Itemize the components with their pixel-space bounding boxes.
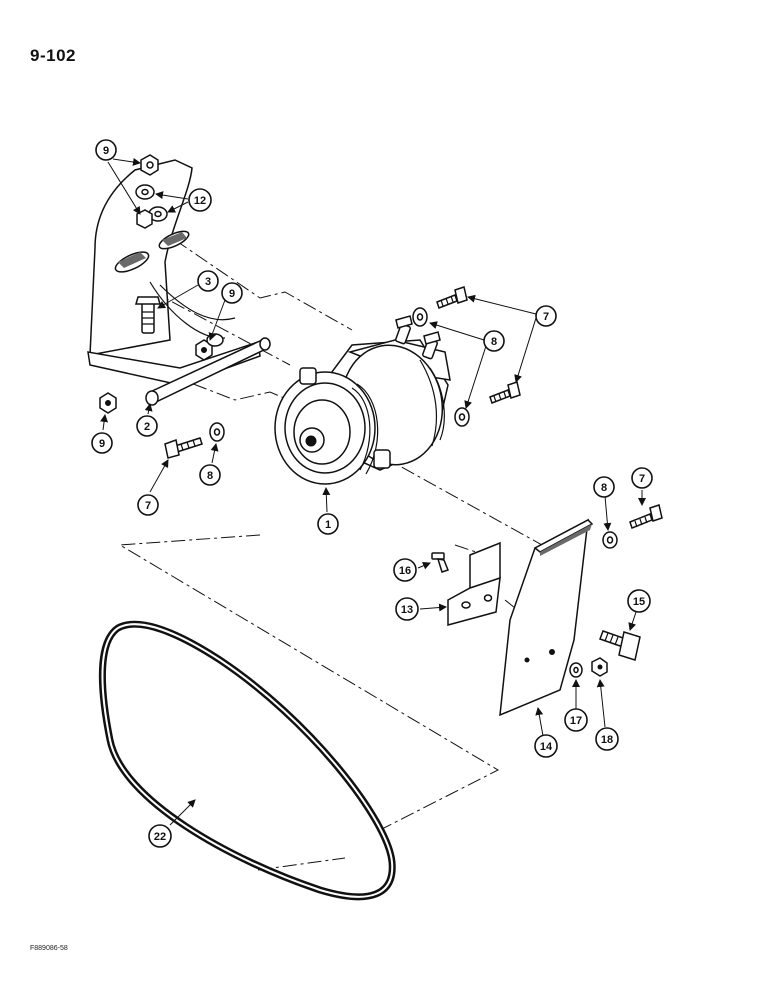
svg-text:9: 9 [229, 288, 235, 300]
svg-text:17: 17 [570, 715, 582, 727]
callout-1: 1 [317, 513, 339, 535]
washer-17 [569, 662, 583, 678]
svg-text:15: 15 [633, 596, 645, 608]
bolt-16 [431, 552, 449, 573]
callout-17: 17 [564, 708, 588, 732]
callout-9-middle: 9 [221, 282, 243, 304]
nut-18 [591, 657, 608, 677]
nut-9-middle [195, 339, 213, 361]
bolt-7-upper [436, 286, 468, 309]
svg-text:2: 2 [144, 421, 150, 433]
svg-text:12: 12 [194, 195, 206, 207]
washer-12-lower [148, 206, 168, 222]
callout-8-top: 8 [483, 330, 505, 352]
svg-text:18: 18 [601, 734, 613, 746]
callout-9-bottom: 9 [91, 432, 113, 454]
svg-text:8: 8 [491, 336, 497, 348]
callout-9-top: 9 [95, 139, 117, 161]
compressor [274, 315, 451, 485]
callout-18: 18 [595, 727, 619, 751]
callout-14: 14 [534, 734, 558, 758]
washer-middle [206, 333, 224, 347]
svg-text:8: 8 [601, 482, 607, 494]
small-bracket [447, 541, 501, 626]
callout-16: 16 [393, 558, 417, 582]
bolt-7-left [164, 437, 203, 459]
pivot-rod [145, 337, 271, 406]
callout-8-bracket: 8 [593, 476, 615, 498]
washer-8-upper [412, 307, 428, 327]
svg-text:22: 22 [154, 831, 166, 843]
washer-8-left [209, 422, 225, 442]
nut-9-lower-left [136, 209, 153, 229]
leader-lines [100, 158, 646, 826]
svg-text:7: 7 [145, 500, 151, 512]
nut-9-bottom [99, 392, 117, 414]
page-number: 9-102 [30, 46, 76, 65]
callout-15: 15 [627, 589, 651, 613]
svg-text:9: 9 [99, 438, 105, 450]
callout-7-bracket: 7 [631, 467, 653, 489]
svg-text:16: 16 [399, 565, 411, 577]
drive-belt [98, 620, 396, 901]
callout-22: 22 [148, 824, 172, 848]
mounting-bracket [87, 159, 261, 386]
bolt-7-bracket [629, 504, 663, 529]
callout-7-top: 7 [535, 305, 557, 327]
svg-text:14: 14 [540, 741, 553, 753]
svg-text:9: 9 [103, 145, 109, 157]
svg-text:1: 1 [325, 519, 331, 531]
bolt-3 [135, 296, 161, 334]
washer-8-right [454, 407, 470, 427]
svg-text:3: 3 [205, 276, 211, 288]
callout-12: 12 [188, 188, 212, 212]
callout-3: 3 [197, 270, 219, 292]
svg-text:13: 13 [401, 604, 413, 616]
svg-text:7: 7 [543, 311, 549, 323]
svg-text:7: 7 [639, 473, 645, 485]
callout-13: 13 [395, 597, 419, 621]
washer-12-top [135, 184, 155, 200]
callout-7-left: 7 [137, 494, 159, 516]
callout-2: 2 [136, 415, 158, 437]
phantom-lines [118, 188, 561, 871]
bolt-7-right [489, 381, 521, 404]
svg-text:8: 8 [207, 470, 213, 482]
adjusting-bracket [499, 518, 594, 717]
bolt-15 [599, 630, 641, 661]
figure-code: F889086-58 [30, 945, 68, 952]
nut-9-top [140, 154, 159, 176]
callout-8-left: 8 [199, 464, 221, 486]
washer-8-bracket [602, 531, 618, 549]
